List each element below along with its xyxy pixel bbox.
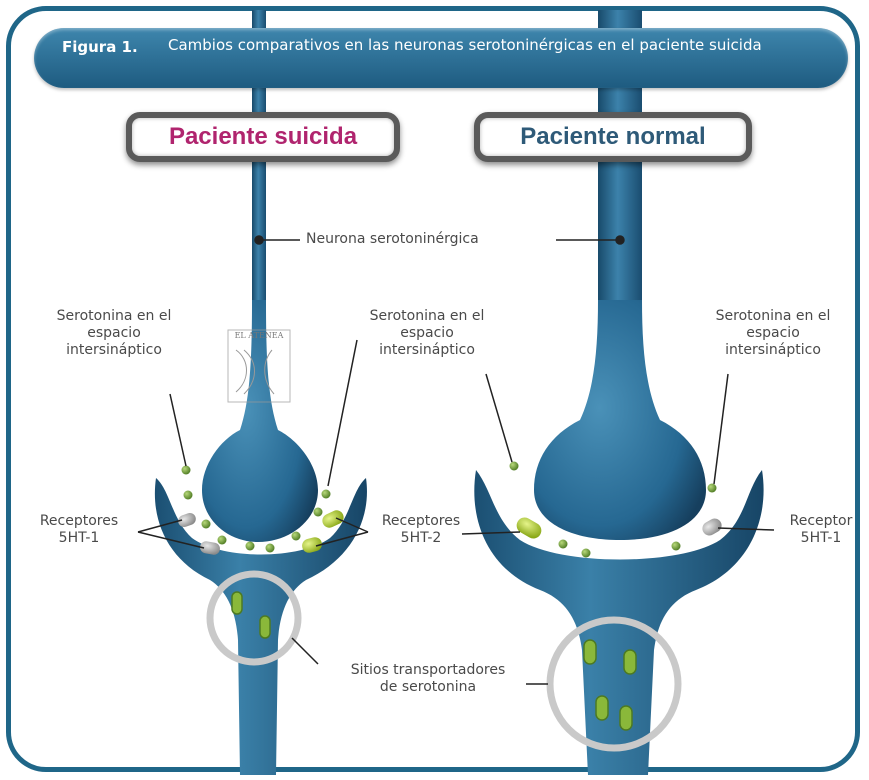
panel-suicide-patient: Paciente suicida: [126, 112, 400, 162]
label-line: espacio: [34, 325, 194, 342]
label-receptors-5ht1: Receptores 5HT-1: [24, 513, 134, 547]
label-line: 5HT-1: [776, 530, 866, 547]
label-line: Serotonina en el: [34, 308, 194, 325]
label-line: intersináptico: [690, 342, 856, 359]
label-receptors-5ht2: Receptores 5HT-2: [366, 513, 476, 547]
label-line: Serotonina en el: [690, 308, 856, 325]
label-serotonin-right: Serotonina en el espacio intersináptico: [690, 308, 856, 359]
label-line: Receptores: [366, 513, 476, 530]
label-line: Receptores: [24, 513, 134, 530]
presynaptic-neuron-suicide: [202, 10, 318, 542]
label-neuron: Neurona serotoninérgica: [306, 231, 479, 248]
receptors-5ht2-normal: [514, 515, 545, 542]
label-line: espacio: [690, 325, 856, 342]
watermark-text: EL ATENEA: [235, 331, 284, 340]
panel-normal-patient: Paciente normal: [474, 112, 752, 162]
label-line: 5HT-1: [24, 530, 134, 547]
figure-label: Figura 1.: [62, 38, 138, 56]
label-line: Serotonina en el: [344, 308, 510, 325]
label-receptor-5ht1: Receptor 5HT-1: [776, 513, 866, 547]
label-serotonin-middle: Serotonina en el espacio intersináptico: [344, 308, 510, 359]
receptors-5ht1-normal: [700, 516, 724, 538]
figure-caption: Cambios comparativos en las neuronas ser…: [168, 37, 808, 54]
label-line: intersináptico: [34, 342, 194, 359]
label-serotonin-left: Serotonina en el espacio intersináptico: [34, 308, 194, 359]
label-line: Receptor: [776, 513, 866, 530]
label-line: de serotonina: [312, 679, 544, 696]
label-transporters: Sitios transportadores de serotonina: [312, 662, 544, 696]
label-line: intersináptico: [344, 342, 510, 359]
label-line: espacio: [344, 325, 510, 342]
label-line: 5HT-2: [366, 530, 476, 547]
label-line: Sitios transportadores: [312, 662, 544, 679]
presynaptic-neuron-normal: [534, 10, 706, 540]
